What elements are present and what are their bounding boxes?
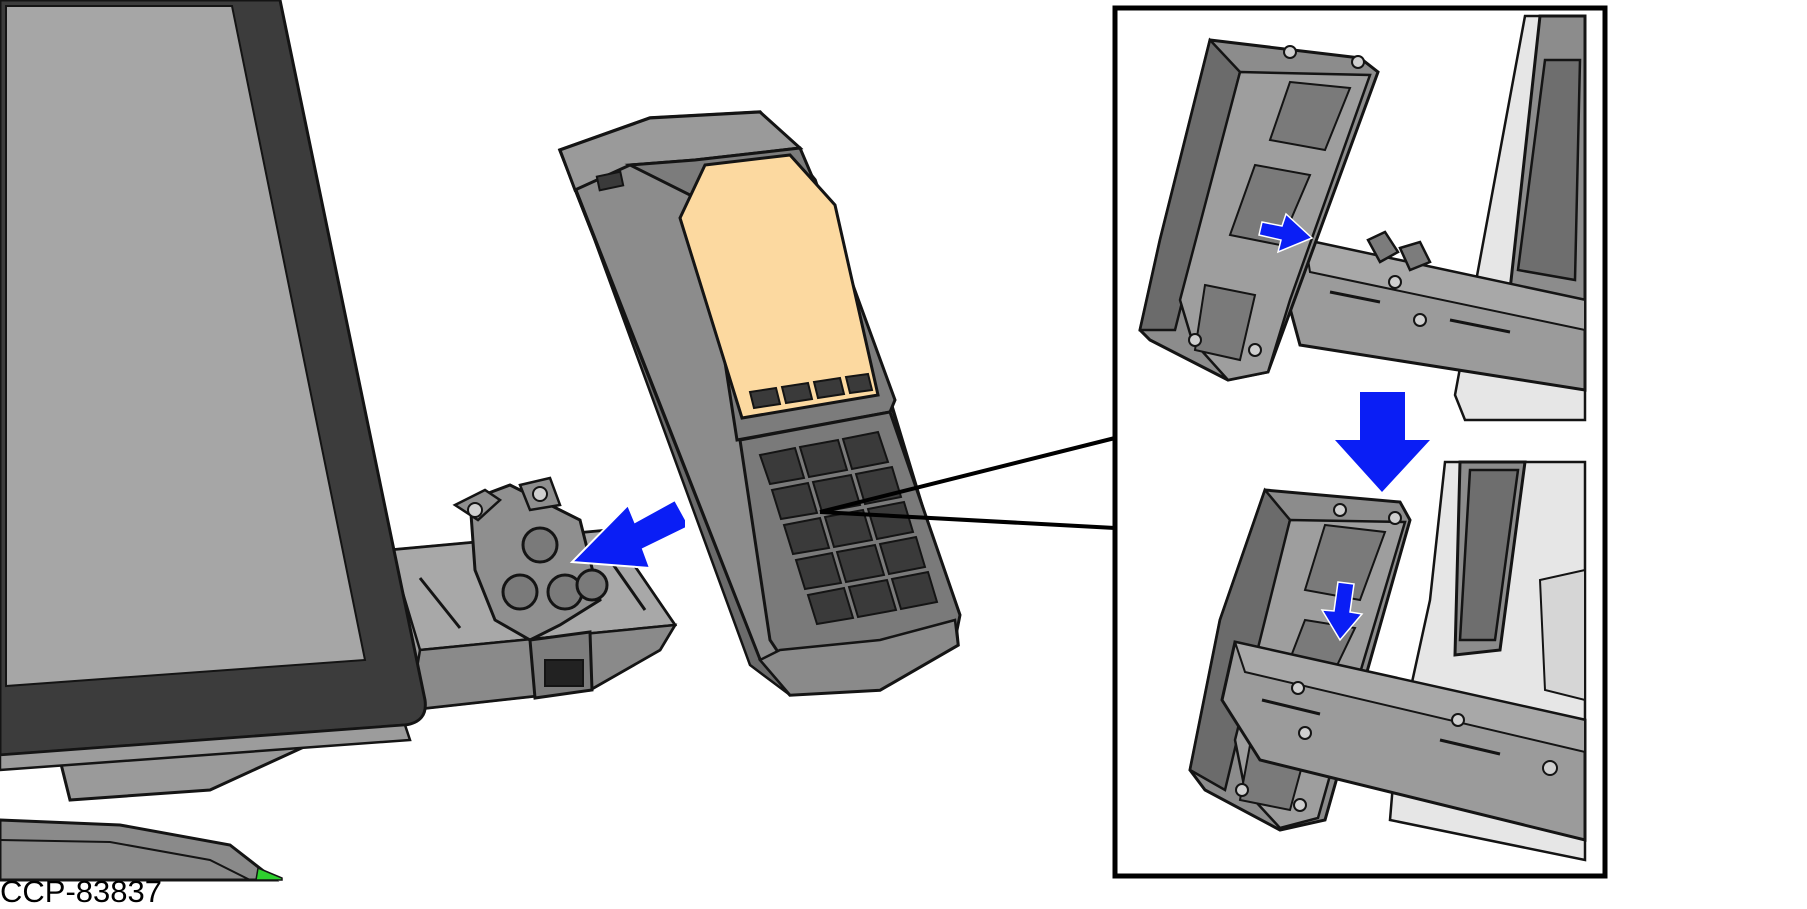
scanner-window-icon <box>595 170 625 192</box>
figure-id-label: CCP-83837 <box>0 874 162 909</box>
arm-slot-2 <box>608 559 647 611</box>
device-bottom-cap <box>758 618 960 697</box>
monitor-screen <box>5 5 367 688</box>
direction-arrow-icon <box>1258 212 1314 254</box>
inset-step-1 <box>1125 14 1587 424</box>
callout-leader <box>819 436 1116 530</box>
arm-slot-1 <box>418 577 462 629</box>
handheld-device <box>557 110 962 697</box>
monitor-base-inner <box>0 839 251 881</box>
down-arrow-icon <box>1335 392 1430 492</box>
direction-arrow-icon <box>569 498 687 570</box>
status-light <box>255 866 283 881</box>
device-display <box>678 153 880 420</box>
keypad-keys <box>758 430 939 626</box>
monitor-edge <box>0 723 412 772</box>
inset-step-2 <box>1188 460 1587 862</box>
direction-arrow-icon <box>1320 581 1364 642</box>
pos-monitor <box>0 0 678 882</box>
mounting-bracket <box>452 476 609 700</box>
detail-inset <box>1112 5 1608 879</box>
soft-keys <box>748 372 874 410</box>
monitor-base <box>0 818 280 882</box>
